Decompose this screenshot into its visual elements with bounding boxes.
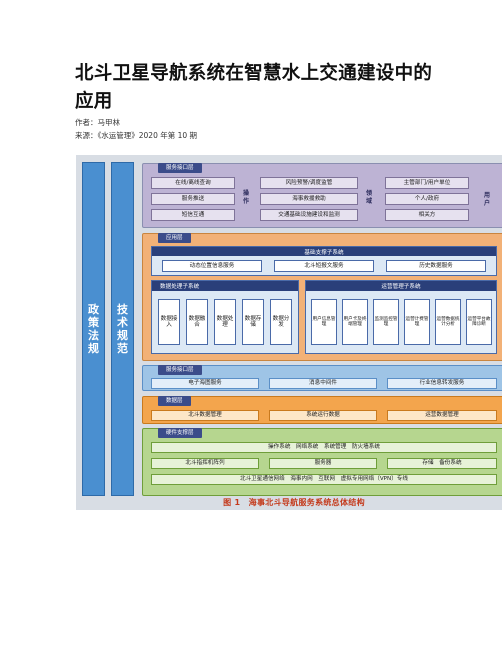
diagram-box: 运营平台故障诊断	[466, 299, 492, 345]
operation-label: 操作	[242, 190, 249, 205]
diagram-box: 历史数据服务	[386, 260, 486, 272]
application-layer: 应用层 基础支撑子系统 动态位置信息服务 北斗短报文服务 历史数据服务 数据处理…	[142, 233, 502, 361]
service-interface-layer-bottom: 服务接口层 电子海图服务 消息中间件 行业信息转发服务	[142, 365, 502, 391]
technical-standard-column: 技术规范	[111, 162, 134, 496]
diagram-box: 相关方	[385, 209, 469, 221]
basic-support-subsystem: 基础支撑子系统 动态位置信息服务 北斗短报文服务 历史数据服务	[151, 246, 497, 276]
article-title: 北斗卫星导航系统在智慧水上交通建设中的 应用	[75, 60, 435, 116]
diagram-box: 在线/离线查询	[151, 177, 235, 189]
diagram-box: 用户信息管理	[311, 299, 337, 345]
article-author: 作者：马甲林	[75, 118, 120, 127]
diagram-box: 短信互通	[151, 209, 235, 221]
diagram-box: 数据分发	[270, 299, 292, 345]
diagram-box: 运营计费管理	[404, 299, 430, 345]
hardware-support-layer: 硬件支撑层 操作系统 网络系统 系统管理 防火墙系统 北斗指挥机阵列 服务器 存…	[142, 428, 502, 496]
article-title-line-2: 应用	[75, 91, 113, 112]
article-source: 来源：《水运管理》2020 年第 10 期	[75, 131, 198, 140]
layer-tag: 应用层	[158, 233, 191, 243]
diagram-box: 运营数据管理	[387, 410, 497, 421]
diagram-box: 个人/政府	[385, 193, 469, 205]
diagram-box: 监测监控管理	[373, 299, 399, 345]
diagram-box: 北斗指挥机阵列	[151, 458, 259, 469]
layer-tag: 数据层	[158, 396, 191, 406]
layer-tag: 硬件支撑层	[158, 428, 202, 438]
subsystem-title: 运营管理子系统	[306, 281, 496, 291]
diagram-box: 运营数据统计分析	[435, 299, 461, 345]
diagram-box: 数据存储	[242, 299, 264, 345]
data-processing-subsystem: 数据处理子系统 数据接入 数据融合 数据处理 数据存储 数据分发	[151, 280, 299, 354]
policy-regulation-column: 政策法规	[82, 162, 105, 496]
diagram-box: 风险预警/调度监管	[260, 177, 358, 189]
diagram-box: 消息中间件	[269, 378, 377, 389]
diagram-box: 数据接入	[158, 299, 180, 345]
diagram-box: 数据融合	[186, 299, 208, 345]
layer-tag: 服务接口层	[158, 163, 202, 173]
data-layer: 数据层 北斗数据管理 系统运行数据 运营数据管理	[142, 396, 502, 424]
diagram-box: 操作系统 网络系统 系统管理 防火墙系统	[151, 442, 497, 453]
layer-tag: 服务接口层	[158, 365, 202, 375]
diagram-box: 服务推送	[151, 193, 235, 205]
diagram-box: 主管部门/用户单位	[385, 177, 469, 189]
diagram-box: 服务器	[269, 458, 377, 469]
diagram-box: 北斗卫星通信网络 海事内网 互联网 虚拟专用网络（VPN）专线	[151, 474, 497, 485]
architecture-figure: 政策法规 技术规范 服务接口层 在线/离线查询 服务推送 短信互通 操作 风险预…	[76, 155, 502, 510]
diagram-box: 系统运行数据	[269, 410, 377, 421]
diagram-box: 北斗数据管理	[151, 410, 259, 421]
diagram-box: 电子海图服务	[151, 378, 259, 389]
subsystem-title: 数据处理子系统	[152, 281, 298, 291]
diagram-box: 海事救援救助	[260, 193, 358, 205]
domain-label: 领域	[365, 190, 372, 205]
service-interface-layer-top: 服务接口层 在线/离线查询 服务推送 短信互通 操作 风险预警/调度监管 海事救…	[142, 163, 502, 228]
diagram-box: 数据处理	[214, 299, 236, 345]
subsystem-title: 基础支撑子系统	[152, 247, 496, 256]
diagram-box: 北斗短报文服务	[274, 260, 374, 272]
operation-management-subsystem: 运营管理子系统 用户信息管理 用户卡及终端管理 监测监控管理 运营计费管理 运营…	[305, 280, 497, 354]
diagram-box: 动态位置信息服务	[162, 260, 262, 272]
user-label: 用户	[483, 192, 490, 207]
diagram-box: 行业信息转发服务	[387, 378, 497, 389]
diagram-box: 存储 备份系统	[387, 458, 497, 469]
diagram-box: 交通基础设施建设和监测	[260, 209, 358, 221]
article-title-line-1: 北斗卫星导航系统在智慧水上交通建设中的	[75, 63, 433, 84]
figure-caption: 图 1 海事北斗导航服务系统总体结构	[223, 498, 365, 507]
diagram-box: 用户卡及终端管理	[342, 299, 368, 345]
